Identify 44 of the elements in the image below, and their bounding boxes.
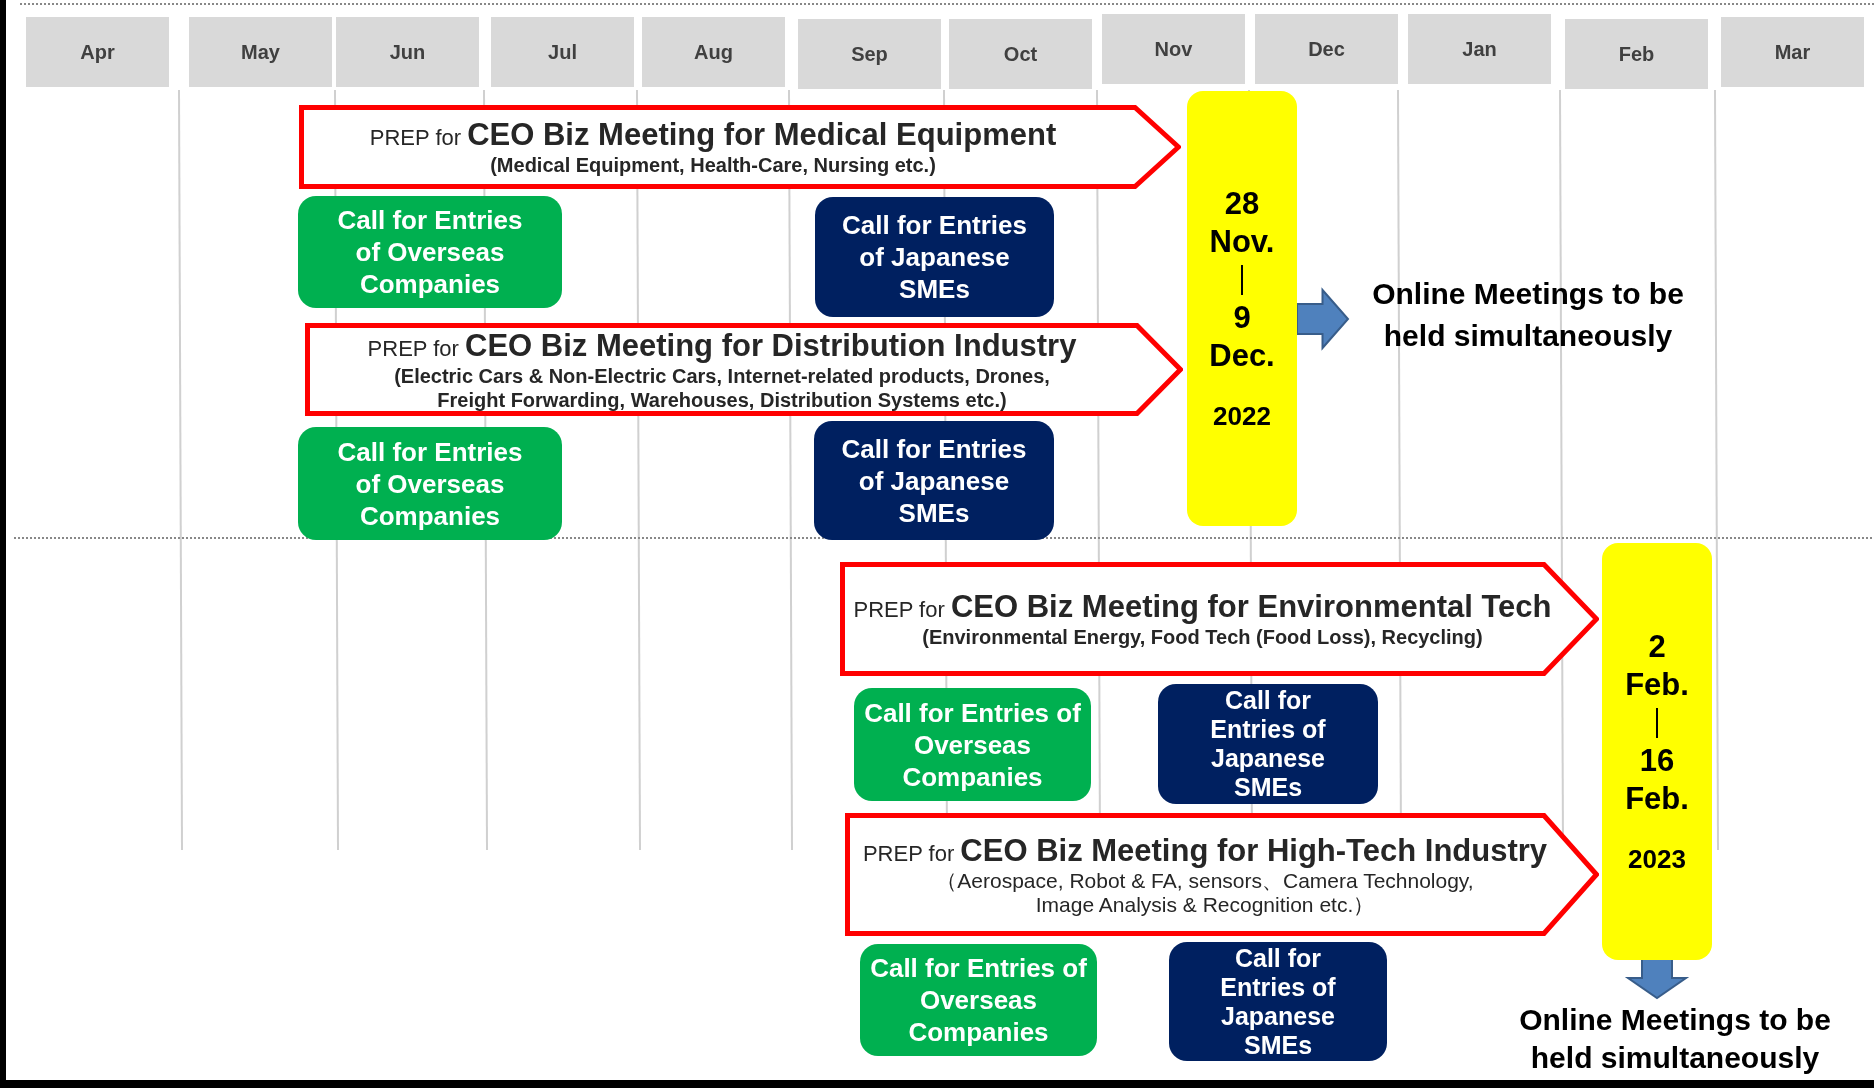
month-header: Jan	[1408, 14, 1551, 84]
block-arrow	[1624, 957, 1690, 1000]
month-header: Aug	[642, 17, 785, 87]
banner-title: PREP for CEO Biz Meeting for Distribution Industry	[367, 327, 1077, 364]
month-header: Mar	[1721, 17, 1864, 87]
banner-subtitle: (Medical Equipment, Health-Care, Nursing etc.)	[490, 153, 936, 177]
date-label: 2 Feb.	[1624, 628, 1690, 704]
year-label: 2023	[1628, 844, 1686, 875]
banner-title: PREP for CEO Biz Meeting for Medical Equipment	[369, 117, 1057, 153]
rounded-box: Call for Entries of Overseas Companies	[860, 944, 1097, 1056]
date-label: 28 Nov.	[1208, 185, 1276, 261]
date-bar	[1187, 91, 1297, 526]
note-text: Online Meetings to be held simultaneously	[1490, 998, 1860, 1080]
rounded-box: Call for Entries of Japanese SMEs	[814, 421, 1054, 540]
month-header: Sep	[798, 19, 941, 89]
month-header: Nov	[1102, 14, 1245, 84]
date-label: 9 Dec.	[1208, 299, 1276, 375]
month-header: Oct	[949, 19, 1092, 89]
banner-title: PREP for CEO Biz Meeting for High-Tech Industry	[862, 832, 1548, 869]
rounded-box: Call for Entries of Overseas Companies	[854, 688, 1091, 801]
rounded-box: Call for Entries of Japanese SMEs	[1158, 684, 1378, 804]
rounded-box: Call for Entries of Japanese SMEs	[815, 197, 1054, 317]
rounded-box: Call for Entries of Overseas Companies	[298, 427, 562, 540]
banner-subtitle: （Aerospace, Robot & FA, sensors、Camera Technology, Image Analysis & Recognition etc.）	[935, 868, 1475, 917]
month-header: Jul	[491, 17, 634, 87]
arrow-banner	[305, 323, 1183, 416]
month-header: Apr	[26, 17, 169, 87]
arrow-banner	[845, 813, 1599, 936]
month-header: Dec	[1255, 14, 1398, 84]
banner-subtitle: (Electric Cars & Non-Electric Cars, Internet-related products, Drones, Freight Forwarding, Warehouses, Distribution Systems etc.)	[393, 363, 1051, 412]
banner-title: PREP for CEO Biz Meeting for Environmental Tech	[853, 589, 1552, 625]
rounded-box: Call for Entries of Japanese SMEs	[1169, 942, 1387, 1061]
month-header: May	[189, 17, 332, 87]
note-text: Online Meetings to be held simultaneously	[1348, 270, 1708, 360]
date-label: 16 Feb.	[1624, 742, 1690, 818]
arrow-banner	[840, 562, 1599, 676]
arrow-banner	[299, 105, 1181, 189]
month-header: Jun	[336, 17, 479, 87]
month-header: Feb	[1565, 19, 1708, 89]
year-label: 2022	[1213, 401, 1271, 432]
date-bar	[1602, 543, 1712, 960]
block-arrow	[1296, 287, 1350, 351]
banner-subtitle: (Environmental Energy, Food Tech (Food Loss), Recycling)	[922, 625, 1483, 649]
rounded-box: Call for Entries of Overseas Companies	[298, 196, 562, 308]
